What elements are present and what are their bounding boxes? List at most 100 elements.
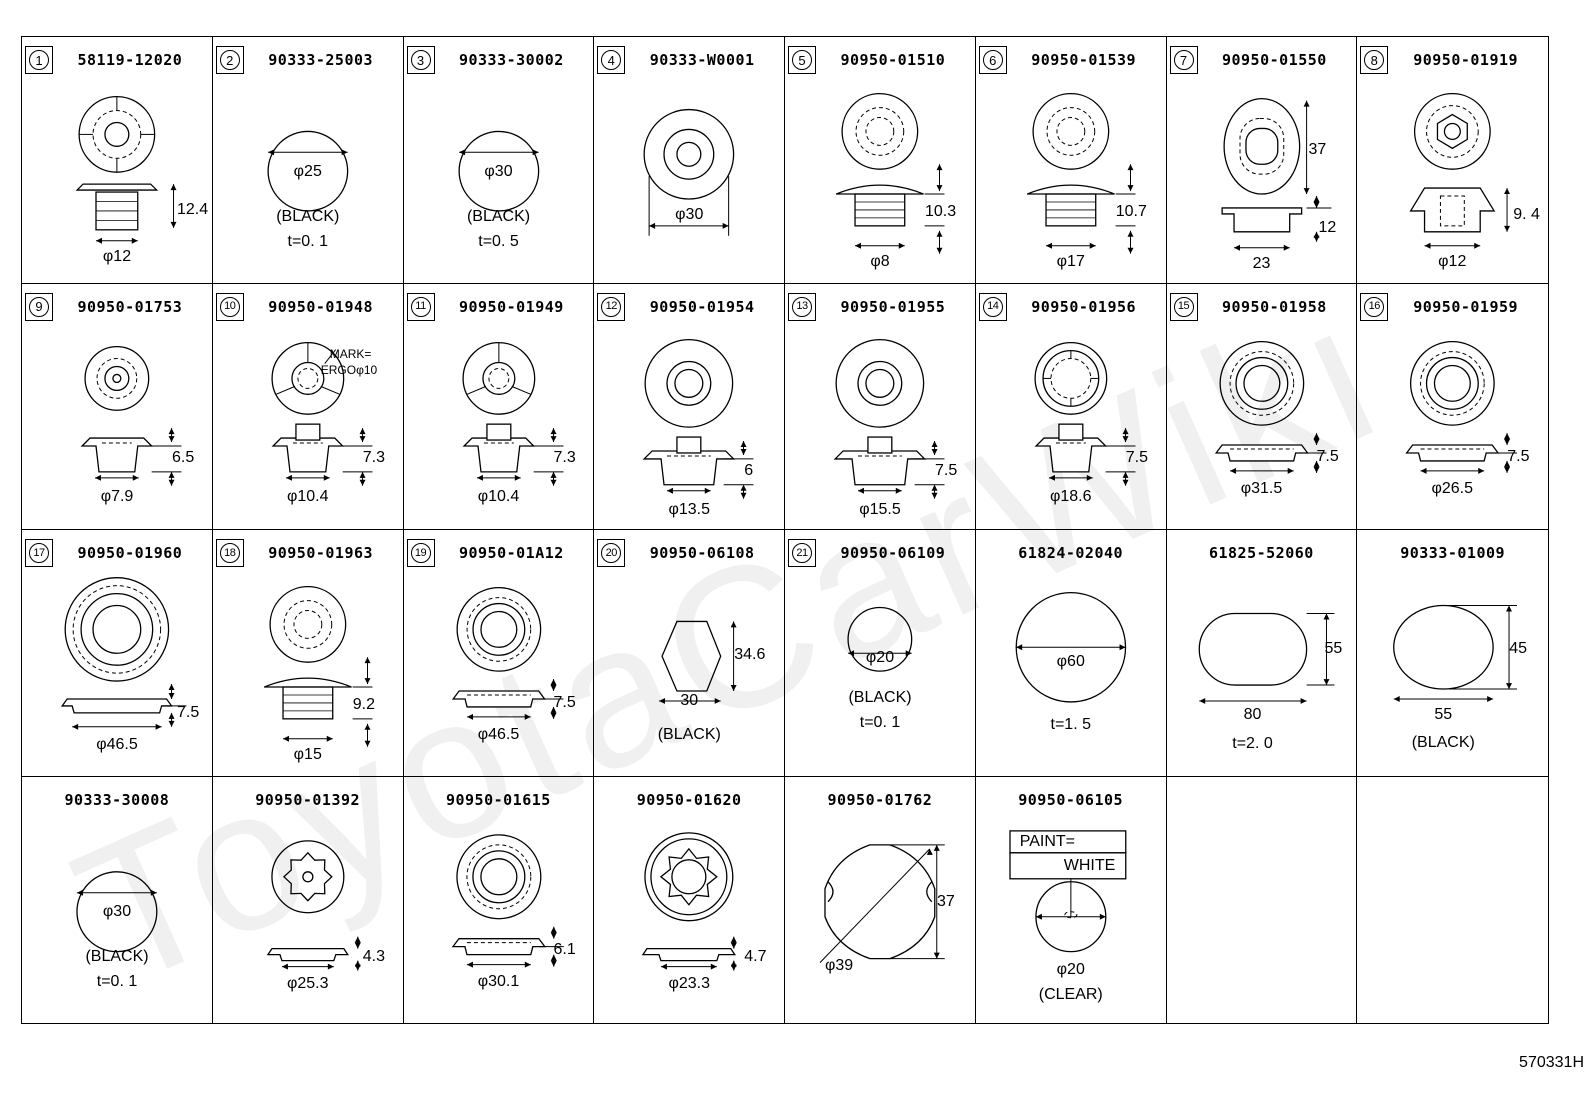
item-number-badge: 17 bbox=[25, 539, 53, 567]
part-cell: 90950-01615 6.1 φ30.1 bbox=[404, 776, 595, 1023]
diameter-dimension: φ46.5 bbox=[96, 736, 138, 753]
item-number: 3 bbox=[410, 50, 431, 70]
paint-note: PAINT= bbox=[1019, 832, 1076, 850]
diameter-dimension: φ18.6 bbox=[1049, 487, 1092, 505]
part-number: 90950-01954 bbox=[649, 297, 755, 316]
thickness-note: t=0. 5 bbox=[478, 233, 519, 250]
item-number-badge: 2 bbox=[215, 46, 244, 74]
part-drawing bbox=[461, 341, 563, 486]
thickness-note: t=0. 1 bbox=[859, 714, 901, 731]
diameter-dimension: φ25 bbox=[293, 163, 322, 180]
item-number-badge: 6 bbox=[978, 46, 1007, 74]
part-number: 90333-25003 bbox=[268, 51, 374, 69]
part-number: 90950-01956 bbox=[1031, 297, 1137, 316]
part-cell: 19 90950-01A12 7.5 φ46.5 bbox=[403, 530, 595, 777]
item-number: 17 bbox=[29, 543, 49, 563]
part-number: 61824-02040 bbox=[1018, 544, 1124, 562]
diameter-dimension: φ20 bbox=[865, 649, 895, 666]
item-number: 1 bbox=[29, 50, 49, 70]
height-dimension: 7.5 bbox=[1507, 447, 1530, 465]
mark-note: ERGOφ10 bbox=[320, 362, 378, 377]
part-drawing bbox=[451, 587, 563, 720]
color-note: (BLACK) bbox=[657, 726, 721, 743]
height-dimension: 34.6 bbox=[734, 646, 766, 663]
height-dimension: 7.3 bbox=[553, 448, 576, 466]
height-dimension: 7.5 bbox=[553, 694, 576, 711]
diameter-dimension: φ23.3 bbox=[668, 974, 711, 992]
diameter-dimension: φ30 bbox=[484, 163, 513, 180]
part-number: 90950-01539 bbox=[1031, 51, 1137, 69]
item-number-badge: 5 bbox=[788, 46, 816, 74]
part-drawing bbox=[1034, 341, 1136, 486]
part-number: 90950-01A12 bbox=[458, 544, 564, 562]
item-number: 10 bbox=[219, 296, 240, 317]
part-drawing bbox=[263, 586, 373, 747]
part-drawing bbox=[1220, 97, 1331, 251]
part-number: 90950-01753 bbox=[77, 297, 183, 316]
height-dimension: 55 bbox=[1324, 640, 1343, 657]
height-dimension: 6.5 bbox=[172, 448, 195, 466]
height-dimension: 9.2 bbox=[352, 696, 375, 713]
item-number: 4 bbox=[601, 50, 622, 70]
diameter-dimension: φ30 bbox=[102, 902, 132, 920]
item-number-badge: 1 bbox=[25, 46, 53, 74]
part-number: 90950-01615 bbox=[445, 790, 551, 809]
part-drawing bbox=[1015, 591, 1126, 703]
item-number-badge: 12 bbox=[597, 292, 626, 321]
part-number: 90950-01955 bbox=[840, 297, 946, 316]
diameter-dimension: φ25.3 bbox=[286, 974, 329, 992]
height-dimension: 10.3 bbox=[925, 203, 957, 220]
height-dimension: 6.1 bbox=[553, 940, 576, 958]
item-number: 13 bbox=[792, 296, 812, 317]
item-number-badge: 9 bbox=[25, 292, 53, 321]
item-number-badge: 16 bbox=[1360, 292, 1389, 321]
thickness-note: t=0. 1 bbox=[96, 972, 138, 990]
part-drawing bbox=[819, 843, 945, 963]
part-drawing bbox=[75, 95, 177, 244]
part-drawing bbox=[1167, 777, 1357, 1024]
color-note: (CLEAR) bbox=[1038, 985, 1103, 1003]
item-number: 19 bbox=[410, 543, 431, 563]
part-number: 90950-01949 bbox=[458, 297, 564, 316]
width-dimension: 30 bbox=[680, 692, 699, 709]
diameter-dimension: φ20 bbox=[1056, 960, 1085, 978]
item-number-badge: 11 bbox=[406, 292, 435, 321]
part-drawing bbox=[833, 338, 945, 499]
part-drawing bbox=[76, 870, 158, 952]
part-drawing bbox=[266, 839, 361, 971]
item-number: 20 bbox=[601, 543, 622, 563]
item-number: 11 bbox=[410, 296, 431, 317]
paint-note: WHITE bbox=[1063, 856, 1116, 874]
item-number: 8 bbox=[1364, 50, 1385, 70]
part-drawing bbox=[1405, 340, 1518, 474]
height-dimension: 6 bbox=[744, 461, 754, 479]
item-number-badge: 13 bbox=[788, 292, 816, 321]
diameter-dimension: φ39 bbox=[825, 956, 854, 974]
part-number: 90950-01948 bbox=[268, 297, 374, 316]
part-number: 58119-12020 bbox=[77, 51, 183, 69]
diameter-dimension: φ30.1 bbox=[477, 972, 520, 990]
diameter-dimension: φ46.5 bbox=[477, 726, 520, 743]
item-number-badge: 8 bbox=[1360, 46, 1389, 74]
empty-cell bbox=[1167, 776, 1358, 1024]
diameter-dimension: φ17 bbox=[1056, 253, 1085, 270]
item-number: 5 bbox=[792, 50, 812, 70]
color-note: (BLACK) bbox=[276, 208, 340, 225]
height-dimension: 4.7 bbox=[744, 947, 767, 965]
mark-note: MARK= bbox=[329, 346, 372, 361]
item-number: 2 bbox=[219, 50, 240, 70]
part-drawing bbox=[1357, 777, 1548, 1024]
